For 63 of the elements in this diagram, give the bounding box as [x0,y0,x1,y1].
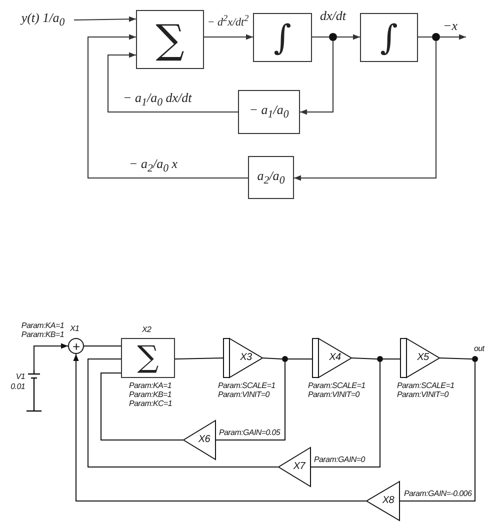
gain-block: a$_{2}$/a$_{0}$ [248,156,294,199]
connector-line [312,36,330,38]
edge-label: − d$^{2}$x/dt$^{2}$ [206,14,250,29]
connector-line [294,40,436,181]
connector-line [204,34,254,40]
gain-triangle: X7 [278,447,311,487]
gain-triangle: X8 [366,481,400,521]
parameter-label: Param:KA=1 [21,322,64,330]
value-label: 0.01 [10,383,25,391]
part-label: X1 [70,325,80,333]
parameter-label: Param:VINIT=0 [308,391,360,399]
gain-block: − a$_{1}$/a$_{0}$ [238,90,300,134]
connector-line [88,358,278,468]
connector-line [100,372,184,440]
edge-label: − a$_{1}$/a$_{0}$ dx/dt [122,91,193,108]
summing-block: ∑ [136,10,204,69]
parameter-label: Param:KB=1 [21,331,64,339]
parameter-label: Param:SCALE=1 [308,382,366,390]
integrator-block: ∫ [360,13,418,62]
connector-line [440,34,466,40]
edge-label: − a$_{2}$/a$_{0}$ x [128,157,179,174]
connector-line [108,52,238,112]
parameter-label: Param:GAIN=0 [314,456,365,464]
connector-line [400,362,476,502]
connector-line [336,34,360,40]
connector-line [73,354,366,502]
parameter-label: Param:GAIN=0.05 [219,429,280,437]
integrator-block: ∫ [253,13,312,62]
parameter-label: Param:VINIT=0 [397,391,448,399]
junction-dot [377,356,383,362]
part-label: V1 [16,373,25,381]
output-label: out [474,345,484,353]
connector-line [34,343,68,370]
connector-line [382,358,400,360]
parameter-label: Param:GAIN=-0.006 [404,490,472,498]
junction-dot [282,356,288,362]
parameter-label: Param:SCALE=1 [218,382,276,390]
summer-symbol: + [68,338,84,354]
summing-block: ∑ [121,338,175,378]
connector-line [174,358,224,360]
connector-line [440,358,472,360]
battery-symbol [26,370,42,412]
parameter-label: Param:KC=1 [129,400,172,408]
connector-line [310,362,380,468]
parameter-label: Param:SCALE=1 [397,382,454,390]
signal-label: dx/dt [320,9,346,22]
parameter-label: Param:KB=1 [129,391,172,399]
connector-line [418,36,432,38]
junction-dot [472,356,478,362]
parameter-label: Param:VINIT=0 [218,391,270,399]
connector-line [300,40,334,115]
junction-dot [432,33,440,41]
junction-dot [329,33,337,41]
connector-line [288,358,312,360]
connector-line [216,362,286,440]
parameter-label: Param:KA=1 [129,382,172,390]
connector-line [88,34,248,178]
input-label: y(t) 1/a$_{0}$ [12,10,74,30]
connector-line [74,16,136,22]
connector-line [352,358,378,360]
connector-line [262,358,282,360]
gain-triangle: X6 [183,420,216,460]
part-label: X2 [142,326,152,334]
